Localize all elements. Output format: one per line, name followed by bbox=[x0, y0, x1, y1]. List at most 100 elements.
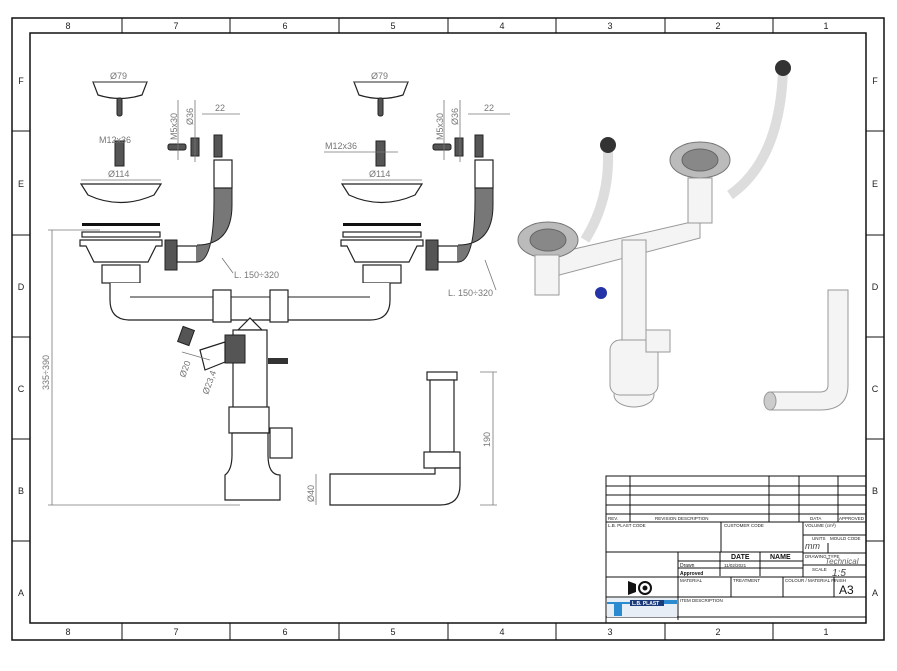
dimension-label: Ø36 bbox=[185, 108, 195, 125]
revision-description-header: REVISION DESCRIPTION bbox=[655, 516, 709, 521]
colour-label: COLOUR / MATERIAL FINISH bbox=[785, 578, 846, 583]
gasket bbox=[82, 223, 160, 226]
render-overflow-hose-left bbox=[580, 149, 614, 243]
col-label: 7 bbox=[173, 627, 178, 637]
overflow-pipe bbox=[213, 159, 233, 189]
col-label: 4 bbox=[499, 627, 504, 637]
pipe-clamp-left bbox=[212, 289, 232, 323]
strainer-body bbox=[79, 183, 163, 204]
title-block: REV. REVISION DESCRIPTION DATA APPROVED … bbox=[605, 475, 867, 624]
drawing-type-label: DRAWING TYPE bbox=[805, 554, 840, 559]
gasket bbox=[343, 223, 421, 226]
scale-label: SCALE bbox=[812, 567, 827, 572]
dimension-label: M5x30 bbox=[169, 113, 179, 140]
dimension-label: 190 bbox=[482, 432, 492, 447]
dimension-label: 22 bbox=[484, 103, 494, 113]
column-labels-bottom: 8 7 6 5 4 3 2 1 bbox=[65, 627, 828, 637]
dimension-label: Ø20 bbox=[177, 359, 192, 378]
elbow-nut bbox=[423, 451, 461, 469]
overflow-pipe bbox=[474, 159, 494, 189]
gasket-2 bbox=[81, 231, 161, 238]
col-label: 2 bbox=[715, 627, 720, 637]
approved-label: Approved bbox=[680, 571, 703, 577]
rev-header: REV. bbox=[608, 516, 618, 521]
logo-text: L.B. PLAST bbox=[632, 601, 659, 607]
elbow-vertical bbox=[429, 379, 455, 453]
render-right-tailpiece bbox=[687, 177, 713, 224]
drawn-label: Drawn bbox=[680, 563, 695, 569]
row-label: D bbox=[872, 282, 879, 292]
elbow-horizontal bbox=[329, 467, 461, 506]
dimension-label: Ø114 bbox=[108, 169, 129, 179]
trap-outlet-nut bbox=[269, 427, 293, 459]
dimension-label: Ø79 bbox=[371, 71, 388, 81]
brand-label bbox=[268, 358, 288, 364]
row-label: E bbox=[872, 179, 878, 189]
col-label: 1 bbox=[823, 21, 828, 31]
render-overflow-cover-left bbox=[600, 137, 616, 153]
date-header: DATE bbox=[731, 554, 750, 561]
col-label: 8 bbox=[65, 21, 70, 31]
treatment-label: TREATMENT bbox=[733, 578, 760, 583]
overflow-nut bbox=[425, 239, 439, 271]
overflow-cap bbox=[213, 134, 223, 158]
elbow-top-rim bbox=[426, 371, 458, 381]
row-label: A bbox=[18, 588, 24, 598]
overflow-cover bbox=[454, 137, 464, 157]
column-labels-top: 8 7 6 5 4 3 2 1 bbox=[65, 21, 828, 31]
scale-value: 1:5 bbox=[832, 568, 846, 579]
customer-code-label: CUSTOMER CODE bbox=[724, 523, 764, 528]
gasket-2 bbox=[342, 231, 422, 238]
units-label: UNITS bbox=[812, 536, 826, 541]
row-label: C bbox=[872, 384, 879, 394]
dimension-label: 335÷390 bbox=[41, 355, 51, 390]
pipe-clamp-right bbox=[269, 289, 289, 323]
row-labels-left: F E D C B A bbox=[18, 76, 25, 598]
col-label: 8 bbox=[65, 627, 70, 637]
row-label: B bbox=[872, 486, 878, 496]
col-label: 3 bbox=[607, 627, 612, 637]
mould-code-label: MOULD CODE bbox=[830, 536, 861, 541]
strainer-basket bbox=[92, 81, 148, 100]
side-outlet-cap bbox=[176, 325, 196, 347]
strainer-stem bbox=[116, 97, 123, 117]
bottle-trap bbox=[224, 432, 281, 501]
dimension-label: Ø40 bbox=[306, 485, 316, 502]
overflow-connector bbox=[437, 245, 459, 263]
inner-frame bbox=[29, 32, 867, 624]
row-label: D bbox=[18, 282, 25, 292]
side-outlet-nut bbox=[224, 334, 246, 364]
row-label: F bbox=[18, 76, 24, 86]
horizontal-pipe bbox=[109, 283, 391, 321]
volume-label: VOLUME (cm³) bbox=[805, 523, 836, 528]
col-label: 6 bbox=[282, 21, 287, 31]
bolt bbox=[114, 140, 125, 167]
overflow-hose bbox=[196, 184, 233, 263]
coupling-nut bbox=[101, 264, 141, 284]
render-elbow-pipe bbox=[769, 289, 849, 411]
item-description-label: ITEM DESCRIPTION bbox=[680, 598, 723, 603]
render-overflow-hose-right bbox=[727, 69, 788, 200]
strainer-stem bbox=[377, 97, 384, 117]
lb-plast-logo: L.B. PLAST bbox=[607, 598, 677, 617]
strainer-body bbox=[340, 183, 424, 204]
col-label: 2 bbox=[715, 21, 720, 31]
row-label: C bbox=[18, 384, 25, 394]
dimension-label: M12x36 bbox=[325, 141, 357, 151]
connecting-pipe-and-trap: Ø20 Ø23,4 335÷390 bbox=[41, 229, 391, 506]
dimension-label: M5x30 bbox=[435, 113, 445, 140]
col-label: 5 bbox=[390, 21, 395, 31]
col-label: 4 bbox=[499, 21, 504, 31]
coupling-nut bbox=[362, 264, 402, 284]
assembly-3d-render bbox=[517, 60, 849, 411]
dimension-label: L. 150÷320 bbox=[448, 288, 493, 298]
lb-plast-code-label: L.B. PLAST CODE bbox=[608, 523, 646, 528]
col-label: 5 bbox=[390, 627, 395, 637]
outer-frame bbox=[11, 17, 885, 641]
dimension-label: Ø23,4 bbox=[200, 369, 218, 395]
sink-flange bbox=[79, 239, 163, 263]
row-label: B bbox=[18, 486, 24, 496]
projection-symbol-icon bbox=[628, 581, 652, 595]
overflow-connector bbox=[176, 245, 198, 263]
